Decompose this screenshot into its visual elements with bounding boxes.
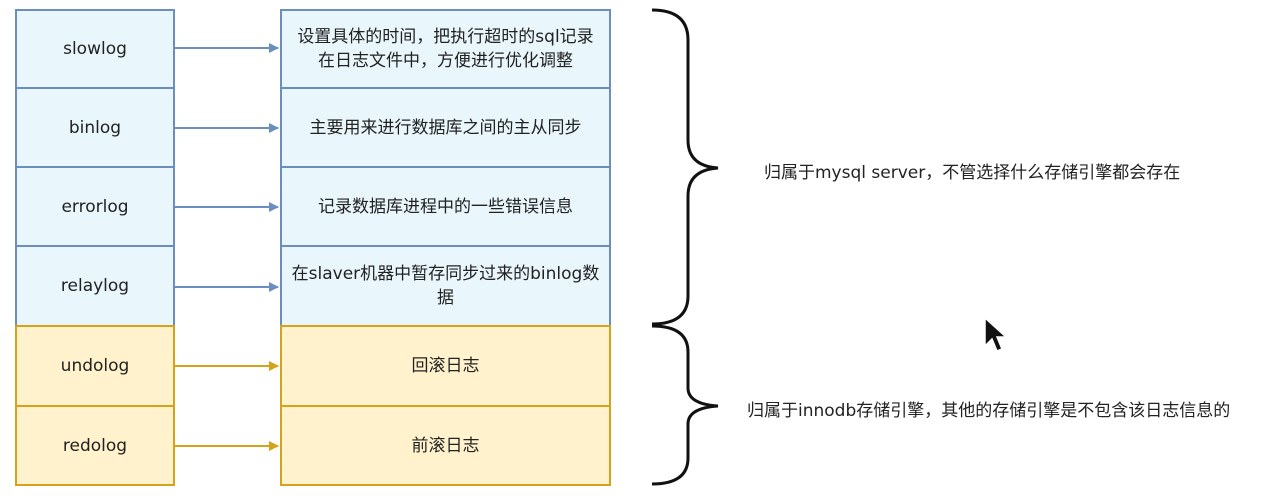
desc-box-slowlog: 设置具体的时间，把执行超时的sql记录在日志文件中，方便进行优化调整 (280, 9, 611, 89)
log-desc: 主要用来进行数据库之间的主从同步 (309, 117, 582, 138)
log-name: slowlog (63, 39, 127, 59)
log-name: errorlog (61, 196, 129, 217)
desc-box-redolog: 前滚日志 (280, 405, 611, 486)
log-desc: 前滚日志 (411, 435, 480, 456)
desc-box-relaylog: 在slaver机器中暂存同步过来的binlog数据 (280, 245, 611, 327)
log-box-undolog: undolog (15, 325, 175, 407)
desc-box-undolog: 回滚日志 (280, 325, 611, 407)
brace-innodb (651, 324, 719, 486)
log-name: undolog (60, 356, 130, 376)
log-box-relaylog: relaylog (15, 245, 175, 327)
innodb-group-note: 归属于innodb存储引擎，其他的存储引擎是不包含该日志信息的 (747, 401, 1231, 421)
log-name: relaylog (60, 276, 130, 296)
log-box-errorlog: errorlog (15, 166, 175, 247)
log-desc: 回滚日志 (411, 356, 480, 376)
server-group-note: 归属于mysql server，不管选择什么存储引擎都会存在 (764, 163, 1181, 183)
brace-server (651, 8, 719, 326)
log-desc: 记录数据库进程中的一些错误信息 (318, 196, 573, 217)
log-box-slowlog: slowlog (15, 9, 175, 89)
mouse-pointer-icon (984, 316, 1008, 352)
log-box-binlog: binlog (15, 87, 175, 168)
log-box-redolog: redolog (15, 405, 175, 486)
log-desc: 在slaver机器中暂存同步过来的binlog数据 (291, 264, 600, 308)
desc-box-binlog: 主要用来进行数据库之间的主从同步 (280, 87, 611, 168)
desc-box-errorlog: 记录数据库进程中的一些错误信息 (280, 166, 611, 247)
log-name: binlog (68, 117, 122, 138)
log-name: redolog (62, 435, 128, 456)
log-desc: 设置具体的时间，把执行超时的sql记录在日志文件中，方便进行优化调整 (297, 27, 594, 71)
